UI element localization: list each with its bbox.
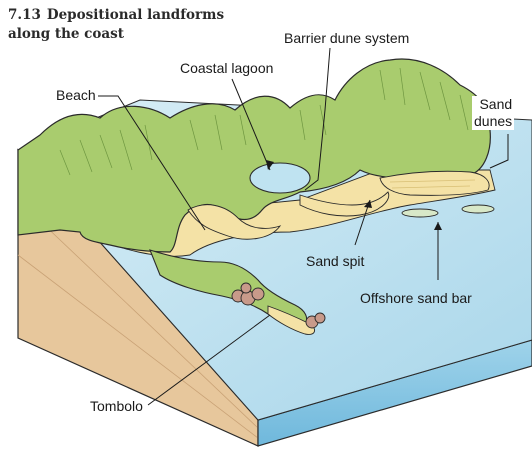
figure-title-line1: Depositional landforms: [46, 7, 225, 23]
coastal-lagoon: [249, 162, 311, 194]
headland-peninsula: [149, 249, 308, 328]
figure-title: 7.13 Depositional landforms along the coa…: [8, 6, 224, 44]
figure-number: 7.13: [8, 7, 41, 23]
label-beach: Beach: [54, 87, 98, 104]
tombolo-sand: [267, 305, 316, 335]
leader-lines: [92, 47, 509, 406]
sand-dunes: [379, 170, 490, 196]
offshore-sand-bar-1: [401, 208, 439, 218]
block-left-strata: [17, 199, 259, 439]
beach-crescent: [187, 204, 282, 240]
label-offshore-sand-bar: Offshore sand bar: [360, 290, 472, 306]
label-sand-spit: Sand spit: [306, 253, 365, 269]
offshore-sand-bar-2: [461, 204, 495, 214]
figure-title-line2: along the coast: [8, 26, 124, 42]
label-coastal-lagoon: Coastal lagoon: [178, 60, 276, 77]
label-barrier-dune-system: Barrier dune system: [282, 30, 412, 47]
label-sand-dunes-line2: dunes: [474, 113, 513, 129]
rock-outcrop: [231, 282, 326, 329]
label-tombolo: Tombolo: [88, 398, 145, 415]
label-sand-dunes: Sand dunes: [472, 96, 515, 130]
arrowheads: [266, 160, 442, 230]
hill-hatching: [59, 67, 469, 176]
label-sand-dunes-line1: Sand: [479, 96, 513, 112]
